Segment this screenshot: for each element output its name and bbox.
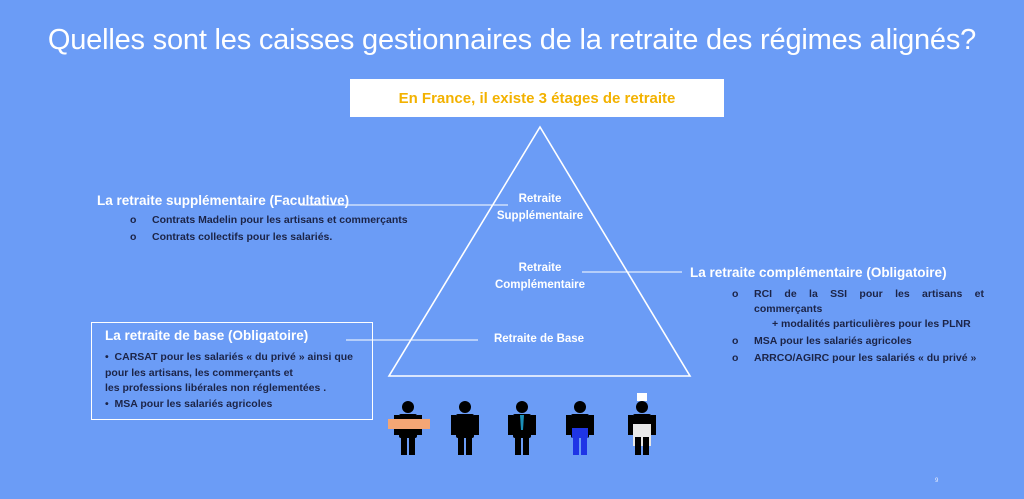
supplementaire-item-2: Contrats collectifs pour les salariés. — [152, 231, 333, 243]
complementaire-item-1-line1: RCI de la SSI pour les artisans et — [754, 288, 984, 300]
base-box — [91, 322, 373, 420]
list-item: • MSA pour les salariés agricoles — [105, 397, 375, 413]
pyramid-label-complementaire: Retraite Complémentaire — [478, 260, 602, 294]
pyramid-label-base: Retraite de Base — [493, 333, 585, 345]
pyramid-middle-line1: Retraite — [518, 262, 562, 274]
merchant-figure-icon — [451, 401, 479, 455]
employee-figure-icon — [508, 401, 536, 455]
bullet-marker: o — [732, 288, 739, 300]
list-item: o ARRCO/AGIRC pour les salariés « du pri… — [732, 351, 984, 366]
supplementaire-heading: La retraite supplémentaire (Facultative) — [97, 193, 350, 208]
list-item: • CARSAT pour les salariés « du privé » … — [105, 350, 375, 366]
base-heading: La retraite de base (Obligatoire) — [105, 328, 309, 343]
chef-figure-icon — [628, 393, 656, 455]
pyramid-top-line2: Supplémentaire — [496, 210, 584, 222]
list-item: o MSA pour les salariés agricoles — [732, 334, 984, 349]
list-item: o Contrats collectifs pour les salariés. — [130, 229, 408, 246]
pyramid-triangle — [387, 125, 692, 377]
complementaire-heading: La retraite complémentaire (Obligatoire) — [690, 265, 947, 280]
pyramid-label-supplementaire: Retraite Supplémentaire — [480, 191, 600, 225]
artisan-figure-icon — [388, 401, 430, 455]
pyramid-top-line1: Retraite — [518, 193, 562, 205]
bullet-marker: o — [130, 214, 137, 226]
base-item-2: MSA pour les salariés agricoles — [114, 397, 273, 410]
complementaire-item-1-line2: commerçants — [754, 303, 823, 315]
bullet-marker: o — [130, 231, 137, 243]
base-item-1-line1: CARSAT pour les salariés « du privé » ai… — [114, 351, 353, 363]
base-list: • CARSAT pour les salariés « du privé » … — [105, 350, 375, 412]
list-item: o RCI de la SSI pour les artisans et com… — [732, 287, 984, 332]
complementaire-item-1-line3: + modalités particulières pour les PLNR — [772, 318, 971, 330]
base-item-1-line2: pour les artisans, les commerçants et — [105, 366, 293, 379]
bullet-marker: • — [105, 351, 109, 363]
bullet-marker: o — [732, 352, 739, 364]
bullet-marker: • — [105, 397, 109, 410]
page-number: 9 — [935, 478, 939, 484]
complementaire-item-3: ARRCO/AGIRC pour les salariés « du privé… — [754, 352, 977, 364]
list-item: o Contrats Madelin pour les artisans et c… — [130, 212, 408, 229]
supplementaire-list: o Contrats Madelin pour les artisans et c… — [130, 212, 408, 246]
pyramid-middle-line2: Complémentaire — [494, 279, 586, 291]
complementaire-list: o RCI de la SSI pour les artisans et com… — [732, 287, 984, 368]
banner: En France, il existe 3 étages de retrait… — [350, 79, 724, 117]
farmer-figure-icon — [566, 401, 594, 455]
bullet-marker: o — [732, 335, 739, 347]
slide-title: Quelles sont les caisses gestionnaires d… — [47, 24, 977, 56]
complementaire-item-2: MSA pour les salariés agricoles — [754, 335, 912, 347]
base-item-1-line3: les professions libérales non réglementé… — [105, 382, 327, 394]
supplementaire-item-1: Contrats Madelin pour les artisans et co… — [152, 214, 408, 226]
